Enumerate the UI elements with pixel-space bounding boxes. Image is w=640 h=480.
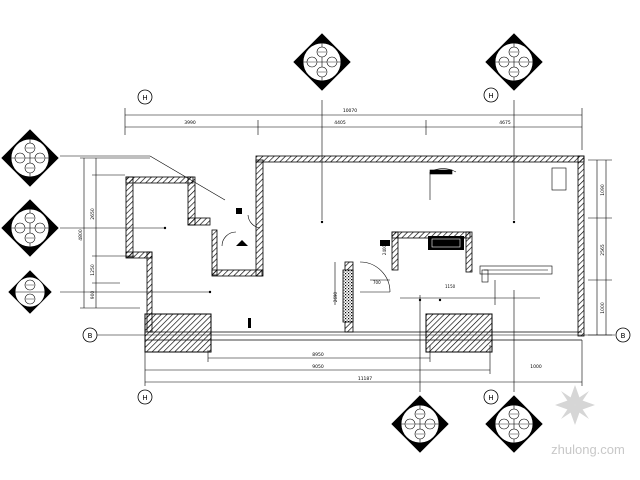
wall-hatching: [125, 155, 585, 337]
svg-text:B: B: [88, 332, 93, 340]
dim-mid-b: 1150: [445, 284, 456, 289]
interior-marks: [163, 208, 516, 328]
watermark-text: zhulong.com: [551, 442, 625, 457]
svg-text:B: B: [621, 332, 626, 340]
grid-bubble-bottom-right: H: [483, 389, 499, 405]
grid-bubble-left: B: [82, 327, 98, 343]
dim-right-seg-3: 1000: [600, 302, 606, 314]
dim-left-seg-3: 900: [90, 291, 96, 300]
watermark-logo: [555, 385, 595, 425]
speckled-column: [342, 269, 354, 323]
dim-bottom-total: 11187: [358, 376, 372, 382]
dim-mid-d: 2400: [382, 244, 387, 255]
grid-bubble-right: B: [615, 327, 631, 343]
dim-right-seg-1: 1090: [600, 184, 606, 196]
dim-left-seg-2: 1250: [90, 264, 96, 276]
dim-bottom-right: 1000: [530, 364, 542, 370]
leader-lines: [60, 155, 540, 305]
elevation-index-symbol: [485, 33, 543, 91]
balcony-rail: [479, 167, 567, 283]
svg-text:H: H: [488, 394, 493, 402]
dim-bottom-mid: 9050: [312, 364, 324, 370]
dim-top-seg-3: 4675: [499, 120, 511, 126]
elevation-index-symbol-half: [8, 270, 52, 314]
svg-text:H: H: [142, 394, 147, 402]
left-dimension-chain: [80, 157, 150, 309]
dim-top-seg-1: 3990: [184, 120, 196, 126]
elevation-index-symbol: [485, 395, 543, 453]
elevation-index-symbol: [391, 395, 449, 453]
dim-bottom-inner: 8950: [312, 352, 324, 358]
dim-overall-top: 10070: [343, 108, 357, 114]
kitchen-counter-detail: [431, 238, 461, 248]
grid-bubble-top-right: H: [483, 87, 499, 103]
dim-mid-c: 2690: [333, 291, 338, 302]
elevation-index-symbol: [1, 129, 59, 187]
grid-bubble-bottom-left: H: [137, 389, 153, 405]
dim-left-total: 4800: [78, 229, 84, 241]
dim-mid-a: 700: [373, 280, 381, 285]
door-swings: [221, 168, 496, 305]
dim-top-seg-2: 4405: [334, 120, 346, 126]
elevation-index-symbol: [1, 199, 59, 257]
svg-text:H: H: [488, 92, 493, 100]
grid-bubble-top-left: H: [137, 89, 153, 105]
dim-right-seg-2: 2565: [600, 244, 606, 256]
bottom-exterior: [144, 313, 582, 353]
right-dimension-chain: [588, 159, 612, 336]
elevation-index-symbol: [293, 33, 351, 91]
top-dimension-chain: [124, 108, 583, 150]
dim-left-seg-1: 2650: [90, 208, 96, 220]
svg-text:H: H: [142, 94, 147, 102]
